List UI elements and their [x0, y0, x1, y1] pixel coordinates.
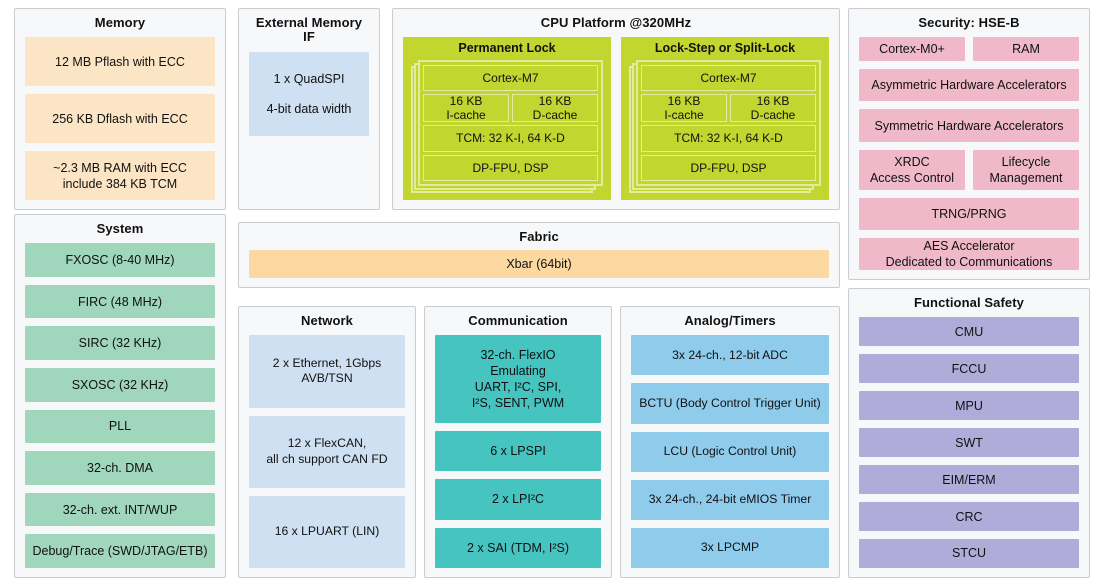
cluster-title: Lock-Step or Split-Lock [654, 41, 796, 56]
communication-block: 2 x LPI²C [435, 479, 601, 520]
functional-safety-block: MPU [859, 391, 1079, 421]
fabric-block-xbar: Xbar (64bit) [249, 250, 829, 278]
panel-memory: Memory 12 MB Pflash with ECC 256 KB Dfla… [14, 8, 226, 210]
security-block-trng: TRNG/PRNG [859, 197, 1079, 230]
quadspi-line2: 4-bit data width [266, 101, 352, 116]
memory-block: 256 KB Dflash with ECC [25, 94, 215, 144]
memory-block: 12 MB Pflash with ECC [25, 37, 215, 87]
quadspi-line1: 1 x QuadSPI [273, 71, 345, 86]
panel-system: System FXOSC (8-40 MHz) FIRC (48 MHz) SI… [14, 214, 226, 578]
panel-analog-timers: Analog/Timers 3x 24-ch., 12-bit ADC BCTU… [620, 306, 840, 578]
panel-title-network: Network [301, 313, 353, 328]
functional-safety-block: CMU [859, 317, 1079, 347]
panel-functional-safety: Functional Safety CMU FCCU MPU SWT EIM/E… [848, 288, 1090, 578]
functional-safety-block: EIM/ERM [859, 465, 1079, 495]
fpu-dsp-block: DP-FPU, DSP [641, 154, 816, 181]
system-block-list: FXOSC (8-40 MHz) FIRC (48 MHz) SIRC (32 … [25, 243, 215, 569]
security-block-ram: RAM [973, 37, 1079, 62]
network-block: 12 x FlexCAN,all ch support CAN FD [249, 415, 405, 488]
network-block: 16 x LPUART (LIN) [249, 495, 405, 568]
panel-title-security: Security: HSE-B [918, 15, 1020, 30]
security-block-asymmetric: Asymmetric Hardware Accelerators [859, 69, 1079, 102]
system-block: 32-ch. DMA [25, 451, 215, 485]
functional-safety-block: SWT [859, 428, 1079, 458]
panel-title-cpu-platform: CPU Platform @320MHz [540, 15, 692, 30]
analog-timers-block: 3x 24-ch., 12-bit ADC [631, 335, 829, 376]
security-row-top: Cortex-M0+ RAM [859, 37, 1079, 62]
panel-title-functional-safety: Functional Safety [913, 295, 1025, 310]
core-name: Cortex-M7 [641, 65, 816, 92]
analog-timers-block: 3x LPCMP [631, 527, 829, 568]
functional-safety-block: FCCU [859, 354, 1079, 384]
external-memory-block-list: 1 x QuadSPI 4-bit data width [249, 51, 369, 200]
panel-title-system: System [96, 221, 144, 236]
cluster-title: Permanent Lock [458, 41, 556, 56]
functional-safety-block: STCU [859, 539, 1079, 568]
analog-timers-block: LCU (Logic Control Unit) [631, 431, 829, 472]
panel-title-analog-timers: Analog/Timers [684, 313, 776, 328]
panel-title-communication: Communication [468, 313, 568, 328]
panel-title-fabric: Fabric [519, 229, 559, 244]
system-block: FIRC (48 MHz) [25, 284, 215, 319]
core-name: Cortex-M7 [423, 65, 598, 92]
communication-block: 2 x SAI (TDM, I²S) [435, 527, 601, 568]
tcm-block: TCM: 32 K-I, 64 K-D [641, 125, 816, 152]
panel-fabric: Fabric Xbar (64bit) [238, 222, 840, 288]
system-block: PLL [25, 409, 215, 444]
panel-title-external-memory-if: External Memory IF [255, 15, 363, 45]
analog-timers-block: BCTU (Body Control Trigger Unit) [631, 383, 829, 424]
system-block: SIRC (32 KHz) [25, 326, 215, 361]
system-block: FXOSC (8-40 MHz) [25, 243, 215, 277]
communication-block: 6 x LPSPI [435, 430, 601, 472]
panel-security-hse-b: Security: HSE-B Cortex-M0+ RAM Asymmetri… [848, 8, 1090, 280]
panel-title-memory: Memory [94, 15, 146, 30]
external-memory-block: 1 x QuadSPI 4-bit data width [249, 51, 369, 136]
analog-timers-block: 3x 24-ch., 24-bit eMIOS Timer [631, 479, 829, 520]
system-block: SXOSC (32 KHz) [25, 368, 215, 402]
security-block-list: Cortex-M0+ RAM Asymmetric Hardware Accel… [859, 37, 1079, 270]
security-block-cortex-m0: Cortex-M0+ [859, 37, 965, 62]
system-block: Debug/Trace (SWD/JTAG/ETB) [25, 534, 215, 569]
functional-safety-block-list: CMU FCCU MPU SWT EIM/ERM CRC STCU [859, 317, 1079, 568]
functional-safety-block: CRC [859, 502, 1079, 532]
memory-block-list: 12 MB Pflash with ECC 256 KB Dflash with… [25, 37, 215, 201]
tcm-block: TCM: 32 K-I, 64 K-D [423, 125, 598, 152]
security-block-symmetric: Symmetric Hardware Accelerators [859, 109, 1079, 142]
panel-external-memory-if: External Memory IF 1 x QuadSPI 4-bit dat… [238, 8, 380, 210]
system-block: 32-ch. ext. INT/WUP [25, 492, 215, 527]
analog-timers-block-list: 3x 24-ch., 12-bit ADC BCTU (Body Control… [631, 335, 829, 568]
fabric-block-list: Xbar (64bit) [249, 250, 829, 278]
fpu-dsp-block: DP-FPU, DSP [423, 154, 598, 181]
panel-cpu-platform: CPU Platform @320MHz Permanent Lock Cort… [392, 8, 840, 210]
